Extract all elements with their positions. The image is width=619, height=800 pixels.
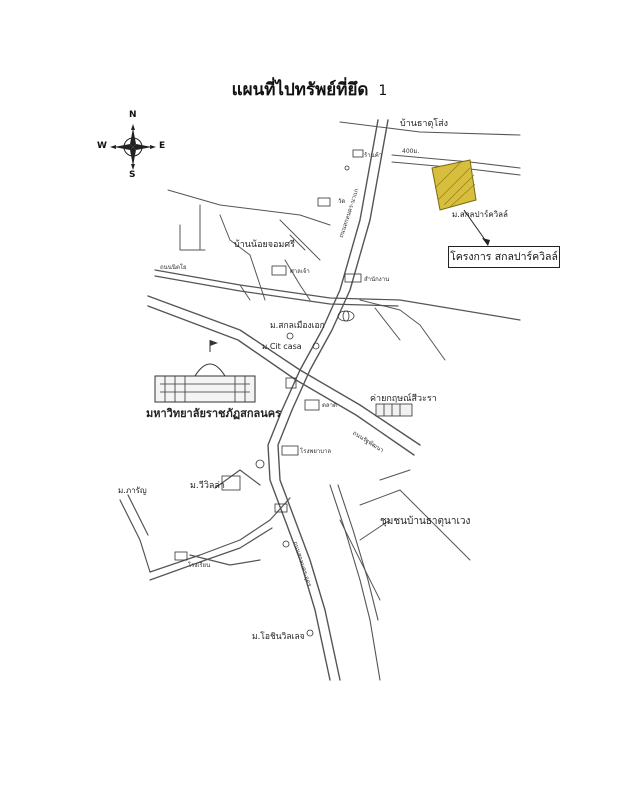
label-m-villa: ม.วีวิลล่า	[190, 481, 225, 491]
label-m-charoen: ม.ภารัญ	[118, 486, 147, 495]
label-400m: 400ม.	[402, 148, 420, 155]
label-m-cit-casa: ม.Cit casa	[262, 342, 302, 351]
compass-w: W	[97, 141, 107, 151]
tiny-label-shrine: ศาลเจ้า	[290, 268, 310, 275]
compass-e: E	[159, 141, 166, 151]
university-building	[154, 340, 256, 403]
label-m-orchid-village: ม.โอชินวิลเลจ	[252, 632, 305, 642]
map-title-text: แผนที่ไปทรัพย์ที่ยึด	[231, 80, 369, 100]
project-site-parcel	[431, 159, 477, 211]
tiny-label-school: โรงเรียน	[188, 562, 211, 569]
university-flag-icon	[210, 340, 218, 346]
compass-rose-icon	[110, 124, 156, 170]
village-roads	[167, 189, 331, 301]
road-upper-left	[154, 269, 521, 321]
label-university: มหาวิทยาลัยราชภัฏสกลนคร	[146, 407, 282, 420]
main-highway	[267, 119, 389, 681]
project-callout-box: โครงการ สกลปาร์ควิลล์	[448, 246, 560, 268]
tiny-label-hospital: โรงพยาบาล	[300, 448, 332, 455]
tiny-label-market: ตลาด	[322, 402, 337, 409]
label-ban-noi-jom-si: บ้านน้อยจอมศรี	[234, 240, 295, 250]
compass-s: S	[129, 170, 136, 180]
label-ban-thang-so: บ้านธาตุโส่ง	[400, 119, 449, 129]
tiny-label-office: สำนักงาน	[364, 276, 390, 283]
southeast-road	[329, 484, 381, 681]
callout-arrow	[463, 209, 490, 246]
southwest-roads	[119, 469, 291, 581]
tiny-label-temple: วัด	[338, 198, 346, 205]
label-camp: ค่ายกฤษณ์สีวะรา	[370, 394, 437, 404]
label-community: ชุมชนบ้านธาตุนาเวง	[380, 516, 471, 527]
toyota-logo-icon	[337, 310, 355, 322]
tiny-label-store: ร้านค้า	[364, 152, 383, 159]
label-project-site: ม.สกลปาร์ควิลล์	[452, 210, 508, 219]
tiny-label-rd-left: ถนนนิตโย	[160, 264, 187, 271]
label-m-sakon-muang-ek: ม.สกลเมืองเอก	[270, 321, 325, 331]
east-roads	[339, 299, 471, 601]
camp-building	[375, 403, 413, 417]
project-callout-label: โครงการ สกลปาร์ควิลล์	[450, 251, 558, 263]
landmark-icons	[174, 149, 364, 637]
map-title-number: 1	[378, 83, 388, 99]
map-title: แผนที่ไปทรัพย์ที่ยึด 1	[0, 76, 619, 103]
compass-n: N	[129, 110, 137, 120]
project-site-hatch	[434, 162, 476, 208]
